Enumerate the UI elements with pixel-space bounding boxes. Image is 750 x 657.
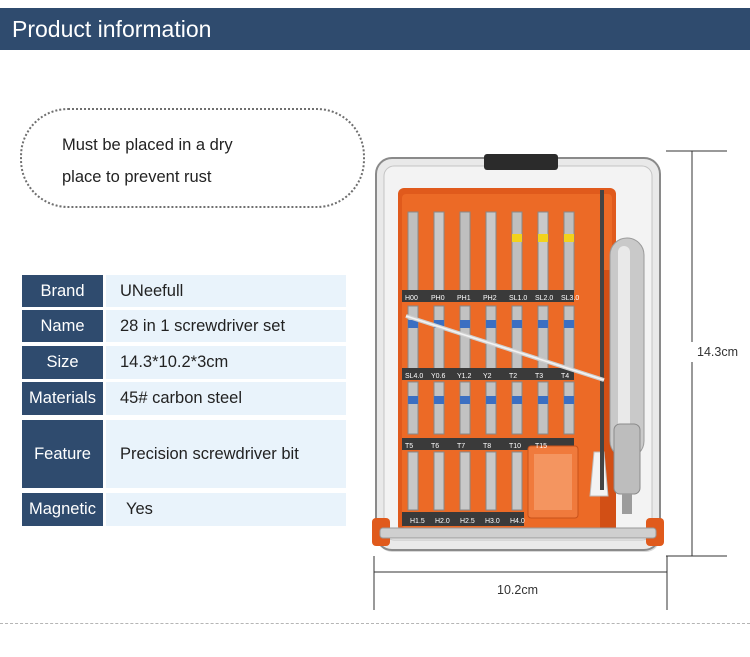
bottom-divider: [0, 623, 750, 624]
bit-slot-label: Y2: [483, 373, 492, 380]
bit-slot-label: T10: [509, 443, 521, 450]
bit-slot-label: H2.5: [460, 518, 475, 525]
bit-slot-label: PH2: [483, 295, 497, 302]
height-dimension-label: 14.3cm: [697, 345, 738, 359]
care-note: Must be placed in a dry place to prevent…: [20, 108, 365, 208]
bit-row-1: [402, 211, 575, 302]
spec-label: Feature: [22, 420, 103, 488]
care-note-line-1: Must be placed in a dry: [62, 136, 233, 154]
bit-slot-label: Y1.2: [457, 373, 472, 380]
bit-slot-label: T7: [457, 443, 465, 450]
bit-slot-label: SL2.0: [535, 295, 553, 302]
bit-row-3: [402, 381, 575, 450]
bit-slot-label: T5: [405, 443, 413, 450]
spec-label: Brand: [22, 275, 103, 307]
spec-label: Size: [22, 346, 103, 379]
width-dimension-label: 10.2cm: [497, 583, 538, 597]
bit-slot-label: Y0.6: [431, 373, 446, 380]
spec-row-materials: Materials 45# carbon steel: [22, 382, 346, 415]
page-title: Product information: [12, 16, 212, 42]
bit-slot-label: T6: [431, 443, 439, 450]
spec-value: 45# carbon steel: [106, 382, 346, 415]
bit-slot-label: H2.0: [435, 518, 450, 525]
spec-row-magnetic: Magnetic Yes: [22, 493, 346, 526]
spec-value: Yes: [106, 493, 346, 526]
bit-slot-label: PH0: [431, 295, 445, 302]
spec-value: 14.3*10.2*3cm: [106, 346, 346, 379]
bit-slot-label: PH1: [457, 295, 471, 302]
spec-value: Precision screwdriver bit: [106, 420, 346, 488]
bit-row-2: [402, 305, 575, 380]
spec-label: Magnetic: [22, 493, 103, 526]
bit-row-4: [402, 451, 524, 526]
spec-value: 28 in 1 screwdriver set: [106, 310, 346, 342]
bit-slot-label: T8: [483, 443, 491, 450]
spec-row-brand: Brand UNeefull: [22, 275, 346, 307]
spec-row-size: Size 14.3*10.2*3cm: [22, 346, 346, 379]
header-bar: Product information: [0, 8, 750, 50]
spec-row-name: Name 28 in 1 screwdriver set: [22, 310, 346, 342]
screwdriver-handle: [609, 237, 645, 514]
bit-slot-label: T3: [535, 373, 543, 380]
bit-slot-label: T15: [535, 443, 547, 450]
bit-slot-label: SL4.0: [405, 373, 423, 380]
bit-slot-label: SL1.0: [509, 295, 527, 302]
bit-slot-label: T4: [561, 373, 569, 380]
spec-row-feature: Feature Precision screwdriver bit: [22, 420, 346, 488]
bit-slot-label: H3.0: [485, 518, 500, 525]
bit-slot-label: SL3.0: [561, 295, 579, 302]
spec-label: Name: [22, 310, 103, 342]
bit-slot-label: H1.5: [410, 518, 425, 525]
bit-slot-label: T2: [509, 373, 517, 380]
bit-slot-label: H4.0: [510, 518, 525, 525]
care-note-line-2: place to prevent rust: [62, 168, 212, 186]
bit-slot-label: H00: [405, 295, 418, 302]
spec-label: Materials: [22, 382, 103, 415]
spec-value: UNeefull: [106, 275, 346, 307]
